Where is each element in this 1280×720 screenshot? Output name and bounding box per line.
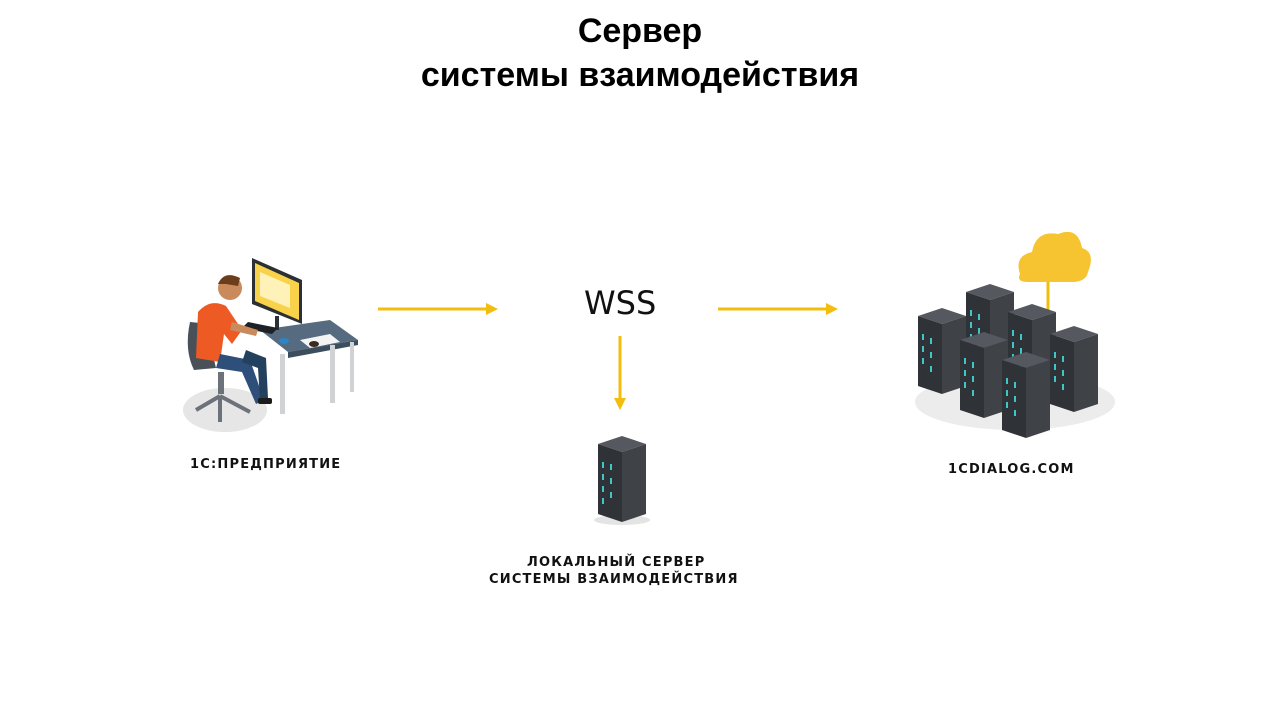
person-at-computer-icon — [183, 258, 358, 432]
local-server-label-line2: СИСТЕМЫ ВЗАИМОДЕЙСТВИЯ — [489, 572, 739, 587]
client-label: 1С:ПРЕДПРИЯТИЕ — [190, 457, 342, 472]
local-server-label-line1: ЛОКАЛЬНЫЙ СЕРВЕР — [527, 555, 706, 570]
arrow-client-to-wss — [378, 303, 498, 315]
protocol-label: WSS — [584, 284, 657, 322]
arrow-wss-to-local-server — [614, 336, 626, 410]
page-title-line1: Сервер — [577, 12, 703, 50]
server-cluster-icon — [915, 231, 1115, 438]
cloud-label: 1CDIALOG.COM — [948, 462, 1075, 477]
page-title-line2: системы взаимодействия — [420, 56, 860, 94]
server-rack-icon — [594, 436, 650, 525]
arrow-wss-to-cloud — [718, 303, 838, 315]
cloud-icon — [1018, 231, 1091, 314]
